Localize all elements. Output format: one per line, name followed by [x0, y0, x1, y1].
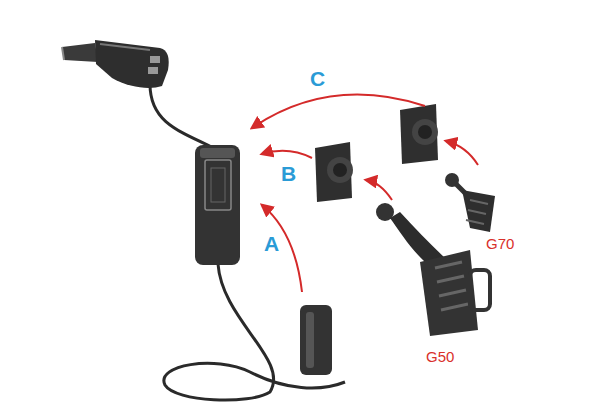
callout-letter: A: [264, 233, 279, 254]
adapter-c: [400, 104, 438, 164]
cable: [164, 264, 345, 400]
adapter-b: [315, 142, 353, 202]
holder: [195, 145, 240, 265]
assembly-arrow: [366, 180, 392, 200]
assembly-arrow: [446, 141, 478, 165]
assembly-arrow: [262, 151, 312, 158]
headrest-mount: [376, 203, 490, 336]
callout-letter: C: [310, 68, 325, 89]
car-charger: [62, 40, 169, 88]
part-name: G70: [486, 236, 514, 251]
vent-clip: [445, 173, 495, 232]
cable: [150, 84, 212, 147]
assembly-arrow: [252, 95, 425, 128]
clip-a: [300, 305, 332, 375]
assembly-arrow: [262, 205, 302, 292]
callout-letter: B: [281, 163, 296, 184]
part-name: G50: [426, 349, 454, 364]
